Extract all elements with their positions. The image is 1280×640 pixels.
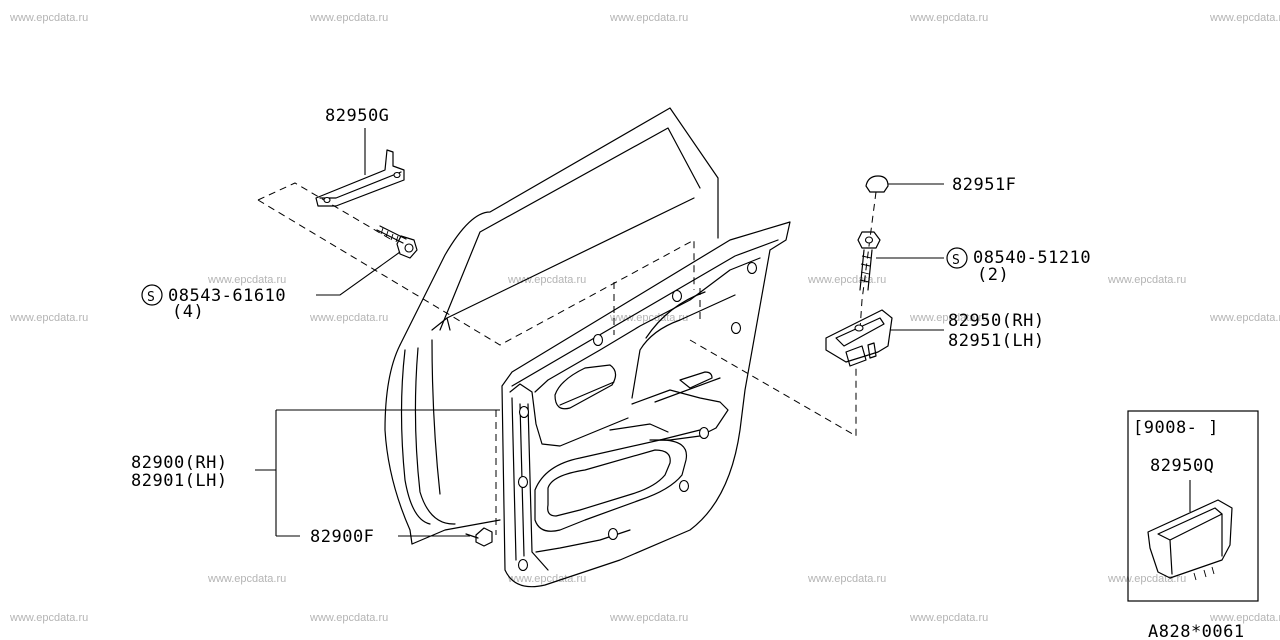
qty-08543: (4) — [172, 302, 204, 322]
watermark: www.epcdata.ru — [1209, 12, 1280, 24]
dashed-assembly-lines — [257, 182, 877, 535]
watermark: www.epcdata.ru — [9, 12, 88, 24]
clip-82900f — [465, 527, 493, 547]
watermark: www.epcdata.ru — [1209, 312, 1280, 324]
watermark: www.epcdata.ru — [609, 312, 688, 324]
watermark: www.epcdata.ru — [1107, 274, 1186, 286]
switch-bezel-82950 — [825, 309, 893, 367]
watermark: www.epcdata.ru — [1209, 612, 1280, 624]
screw-08540-51210 — [857, 231, 881, 291]
watermark: www.epcdata.ru — [309, 312, 388, 324]
watermark: www.epcdata.ru — [309, 12, 388, 24]
watermark: www.epcdata.ru — [609, 12, 688, 24]
label-82900f: 82900F — [310, 527, 374, 547]
watermark: www.epcdata.ru — [609, 612, 688, 624]
watermark: www.epcdata.ru — [807, 573, 886, 585]
watermarks: www.epcdata.ru www.epcdata.ru www.epcdat… — [9, 12, 1280, 624]
qty-08540: (2) — [977, 265, 1009, 285]
watermark: www.epcdata.ru — [909, 312, 988, 324]
watermark: www.epcdata.ru — [207, 573, 286, 585]
screw-symbol-label: S — [147, 290, 155, 305]
label-82950g: 82950G — [325, 106, 389, 126]
watermark: www.epcdata.ru — [207, 274, 286, 286]
watermark: www.epcdata.ru — [309, 612, 388, 624]
bracket-82950g — [315, 149, 405, 207]
diagram-code: A828*0061 — [1148, 622, 1245, 640]
label-82951-lh: 82951(LH) — [948, 331, 1045, 351]
label-08540-51210: 08540-51210 — [973, 248, 1091, 268]
label-82900-rh: 82900(RH) — [131, 453, 228, 473]
part-labels: 82950G S 08543-61610 (4) 82951F S 08540-… — [131, 106, 1091, 547]
label-08543-61610: 08543-61610 — [168, 286, 286, 306]
watermark: www.epcdata.ru — [9, 312, 88, 324]
screw-08543-61610 — [376, 225, 418, 259]
label-82901-lh: 82901(LH) — [131, 471, 228, 491]
screw-symbol-icon — [141, 284, 163, 306]
inset-box: [9008- ] 82950Q — [1127, 410, 1259, 602]
watermark: www.epcdata.ru — [9, 612, 88, 624]
watermark: www.epcdata.ru — [909, 612, 988, 624]
watermark: www.epcdata.ru — [507, 274, 586, 286]
cap-82951f — [865, 175, 889, 193]
screw-symbol-icon — [946, 247, 968, 269]
door-shell — [384, 107, 719, 545]
label-82950-rh: 82950(RH) — [948, 311, 1045, 331]
door-trim-panel — [501, 221, 791, 588]
watermark: www.epcdata.ru — [1107, 573, 1186, 585]
watermark: www.epcdata.ru — [507, 573, 586, 585]
leader-lines — [255, 128, 944, 537]
label-82950q: 82950Q — [1150, 456, 1214, 476]
screw-symbol-label: S — [952, 253, 960, 268]
watermark: www.epcdata.ru — [807, 274, 886, 286]
inset-date-range: [9008- ] — [1133, 418, 1219, 438]
label-82951f: 82951F — [952, 175, 1016, 195]
watermark: www.epcdata.ru — [909, 12, 988, 24]
bezel-82950q — [1147, 499, 1233, 581]
